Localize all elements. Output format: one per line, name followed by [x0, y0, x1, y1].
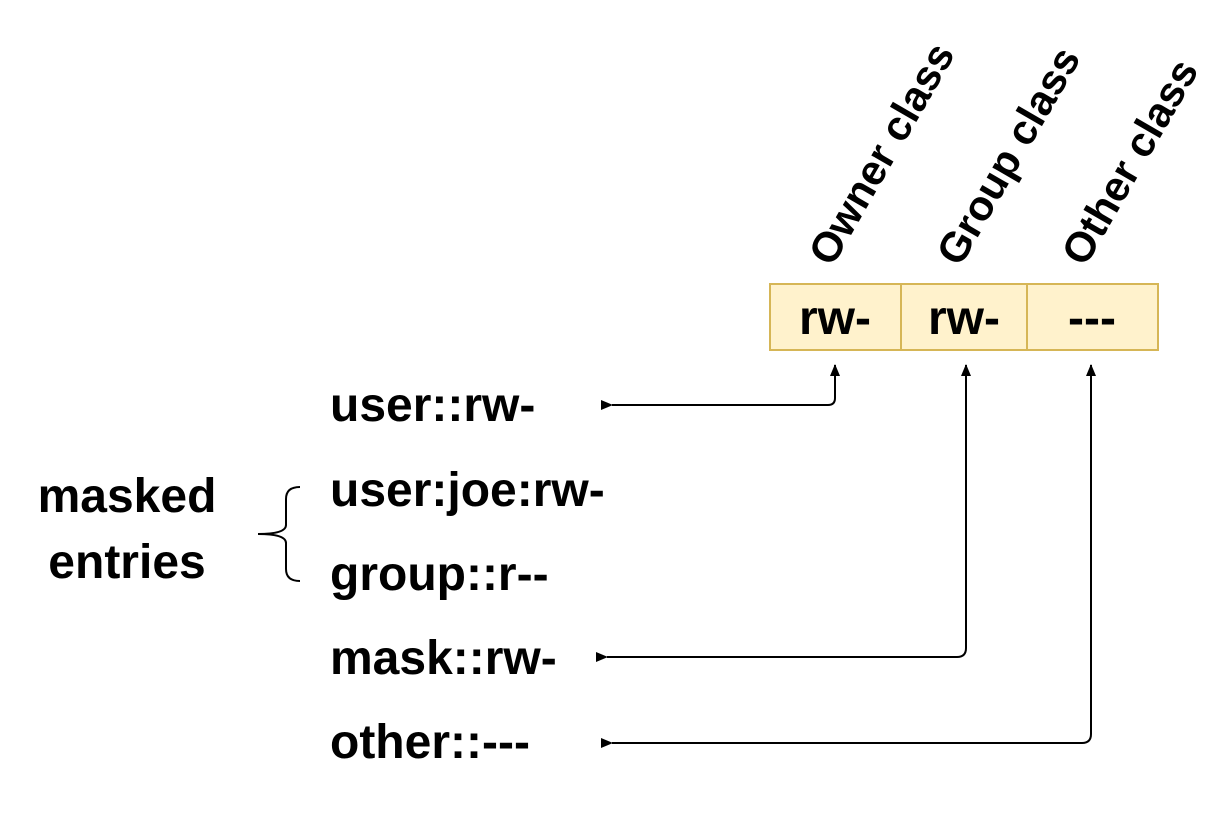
- group-class-value: rw-: [928, 292, 1000, 345]
- other-class-connector: [601, 364, 1096, 748]
- other-class-value: ---: [1068, 292, 1116, 345]
- acl-entry-user-owner: user::rw-: [330, 379, 535, 432]
- owner-class-value: rw-: [799, 292, 871, 345]
- connectors: [596, 364, 1096, 748]
- acl-entry-mask: mask::rw-: [330, 632, 557, 685]
- group-class-cell: [900, 283, 1028, 351]
- class-headers: Owner class Group class Other class: [799, 35, 1205, 273]
- acl-entry-group: group::r--: [330, 548, 549, 601]
- masked-entries-group: masked entries: [38, 470, 301, 589]
- group-class-connector: [596, 364, 971, 662]
- acl-entries: user::rw- user:joe:rw- group::r-- mask::…: [330, 379, 605, 769]
- acl-entry-other: other::---: [330, 716, 530, 769]
- masked-entries-brace: [257, 486, 301, 582]
- masked-label-line2: entries: [48, 536, 205, 589]
- permission-table: rw- rw- ---: [769, 283, 1159, 351]
- owner-class-connector: [601, 364, 840, 410]
- other-class-cell: [1026, 283, 1159, 351]
- masked-label-line1: masked: [38, 470, 217, 523]
- acl-entry-user-joe: user:joe:rw-: [330, 464, 605, 517]
